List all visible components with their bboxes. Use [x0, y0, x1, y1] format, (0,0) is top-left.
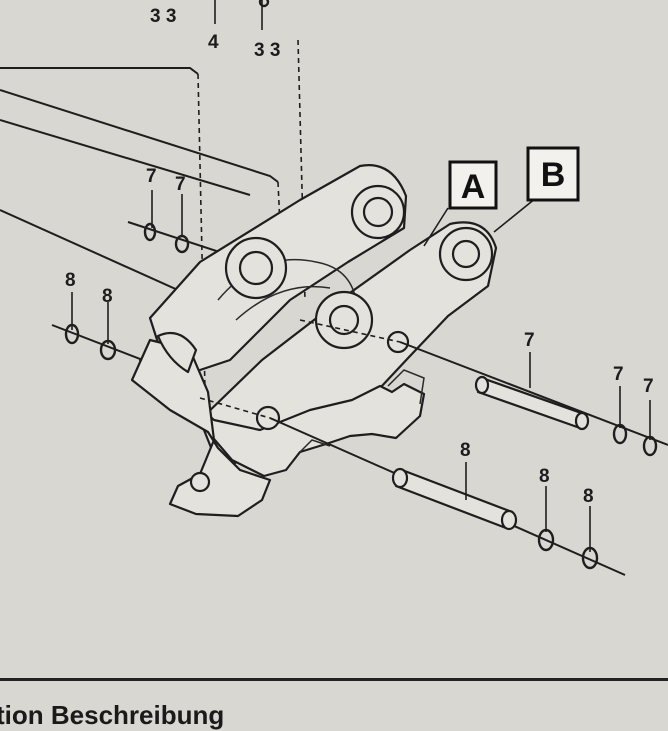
- washer-part: [642, 435, 658, 457]
- axis-line: [199, 397, 271, 419]
- connector-line: [0, 67, 199, 75]
- label-b-text: B: [541, 156, 566, 194]
- label-box-a: [448, 160, 498, 210]
- connector-line: [0, 119, 251, 196]
- section-heading: tion Beschreibung: [0, 700, 225, 730]
- axis-line: [299, 319, 401, 343]
- washer-part: [174, 234, 190, 254]
- callout-label: 7: [613, 364, 624, 385]
- callout-label: 7: [643, 376, 654, 397]
- pin-part-upper: [474, 375, 590, 431]
- callout-label: 7: [175, 174, 186, 195]
- callout-label: 8: [460, 440, 471, 461]
- bracket-assembly: [130, 164, 498, 518]
- callout-label: 8: [539, 466, 550, 487]
- footer-divider: [0, 678, 668, 681]
- callout-label: 4: [208, 32, 219, 53]
- washer-part: [581, 546, 599, 570]
- callout-label: 8: [583, 486, 594, 507]
- callout-label: 7: [146, 166, 157, 187]
- callout-label: 3 3: [150, 6, 176, 27]
- washer-part: [143, 222, 157, 242]
- callout-label: 8: [102, 286, 113, 307]
- leader-line: [423, 207, 449, 247]
- label-box-b: [526, 146, 580, 202]
- connector-line: [0, 89, 279, 183]
- washer-part: [64, 323, 80, 345]
- washer-part: [258, 0, 270, 8]
- callout-label: 8: [65, 270, 76, 291]
- diagram-canvas: A B 3 3 4 3 3 7 7 8 8 7 7 7 8 8 8: [0, 0, 668, 576]
- pin-part-lower: [391, 467, 518, 531]
- connector-line: [0, 209, 201, 301]
- callout-label: 3 3: [254, 40, 280, 61]
- label-a-text: A: [461, 168, 486, 206]
- washer-part: [99, 339, 117, 361]
- axis-line: [399, 341, 668, 446]
- leader-line: [493, 197, 537, 233]
- washer-part: [612, 423, 628, 445]
- callout-label: 7: [524, 330, 535, 351]
- washer-part: [537, 528, 555, 552]
